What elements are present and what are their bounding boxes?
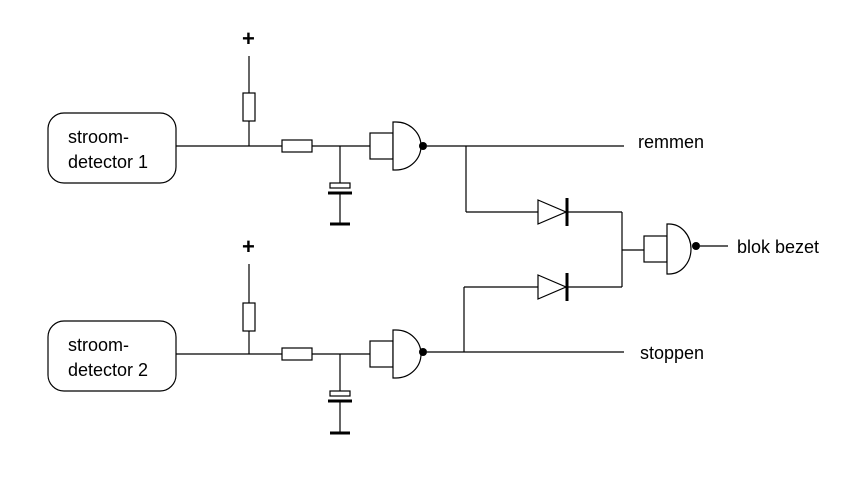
nand-gate-2-bubble bbox=[419, 348, 427, 356]
capacitor-1-top-plate bbox=[329, 182, 351, 189]
nand-gate-3-bubble bbox=[692, 242, 700, 250]
nand-gate-1-inputs bbox=[369, 132, 394, 160]
output-blok-bezet-label: blok bezet bbox=[737, 237, 819, 257]
nand-gate-1-bubble bbox=[419, 142, 427, 150]
diode-2-triangle bbox=[537, 274, 568, 300]
detector-1-label-line2: detector 1 bbox=[68, 152, 148, 172]
detector-1-label-line1: stroom- bbox=[68, 127, 129, 147]
nand-gate-3-body bbox=[666, 223, 692, 275]
nand-gate-1-body bbox=[392, 121, 422, 171]
series-resistor-1 bbox=[281, 139, 313, 153]
channel-2: stroom- detector 2 + stoppen bbox=[47, 234, 704, 435]
diode-or-section: blok bezet bbox=[463, 146, 819, 352]
detector-2-label-line1: stroom- bbox=[68, 335, 129, 355]
supply-plus-2: + bbox=[242, 234, 255, 259]
series-resistor-2 bbox=[281, 347, 313, 361]
pullup-resistor-1 bbox=[242, 92, 256, 122]
output-remmen-label: remmen bbox=[638, 132, 704, 152]
nand-gate-3-inputs bbox=[643, 235, 668, 263]
current-detector-2-box bbox=[47, 320, 177, 392]
capacitor-2-top-plate bbox=[329, 390, 351, 397]
channel-1: stroom- detector 1 + remmen bbox=[47, 26, 704, 226]
nand-gate-2-inputs bbox=[369, 340, 394, 368]
diode-1-triangle bbox=[537, 199, 568, 225]
supply-plus-1: + bbox=[242, 26, 255, 51]
pullup-resistor-2 bbox=[242, 302, 256, 332]
detector-2-label-line2: detector 2 bbox=[68, 360, 148, 380]
current-detector-1-box bbox=[47, 112, 177, 184]
nand-gate-2-body bbox=[392, 329, 422, 379]
output-stoppen-label: stoppen bbox=[640, 343, 704, 363]
